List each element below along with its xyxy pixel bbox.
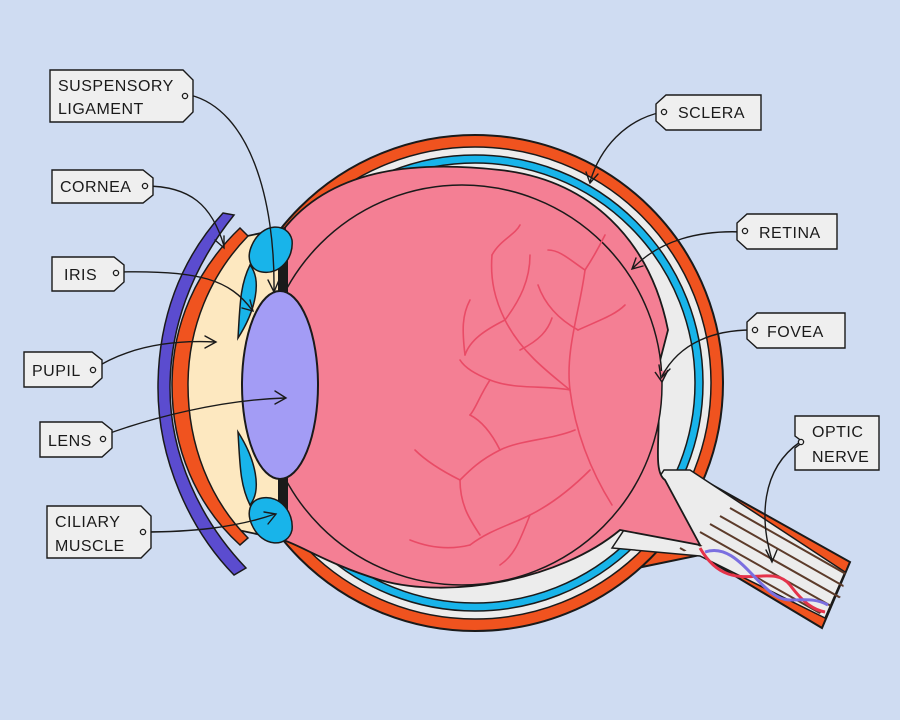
iris-bottom xyxy=(237,429,257,507)
suspensory-ligament-line1: SUSPENSORY xyxy=(58,78,174,95)
label-ciliary-muscle: CILIARY MUSCLE xyxy=(46,505,152,559)
retina-label: RETINA xyxy=(759,225,821,242)
fovea-label: FOVEA xyxy=(767,324,824,341)
optic-nerve-line2: NERVE xyxy=(812,449,869,466)
sclera-front xyxy=(171,226,250,547)
fovea-notch xyxy=(654,369,669,384)
label-optic-nerve: OPTIC NERVE xyxy=(794,415,880,471)
ciliary-muscle-top xyxy=(248,226,293,273)
pupil-label: PUPIL xyxy=(32,363,81,380)
label-sclera: SCLERA xyxy=(655,94,762,131)
cornea xyxy=(157,212,248,576)
ciliary-muscle-line1: CILIARY xyxy=(55,514,120,531)
leader-lines xyxy=(91,94,801,561)
blood-vessels xyxy=(409,224,626,566)
ligament-strip-bottom xyxy=(278,472,288,520)
label-cornea: CORNEA xyxy=(51,169,154,204)
label-pupil: PUPIL xyxy=(23,351,103,388)
label-iris: IRIS xyxy=(51,256,125,292)
lens xyxy=(241,290,319,480)
ciliary-muscle-line2: MUSCLE xyxy=(55,538,125,555)
label-lens: LENS xyxy=(39,421,113,458)
cornea-label: CORNEA xyxy=(60,179,131,196)
iris-label: IRIS xyxy=(64,267,97,284)
sclera-label: SCLERA xyxy=(678,105,745,122)
vitreous-inner xyxy=(261,184,663,586)
suspensory-ligament-line2: LIGAMENT xyxy=(58,101,144,118)
label-fovea: FOVEA xyxy=(746,312,846,349)
arrowheads xyxy=(204,171,778,564)
optic-nerve-line1: OPTIC xyxy=(812,424,863,441)
ligament-strip-top xyxy=(278,248,288,296)
label-suspensory-ligament: SUSPENSORY LIGAMENT xyxy=(49,69,194,123)
optic-vessel-blue xyxy=(704,548,829,607)
iris-top xyxy=(237,263,257,341)
optic-vessel-red xyxy=(698,547,826,614)
label-retina: RETINA xyxy=(736,213,838,250)
lens-label: LENS xyxy=(48,433,92,450)
